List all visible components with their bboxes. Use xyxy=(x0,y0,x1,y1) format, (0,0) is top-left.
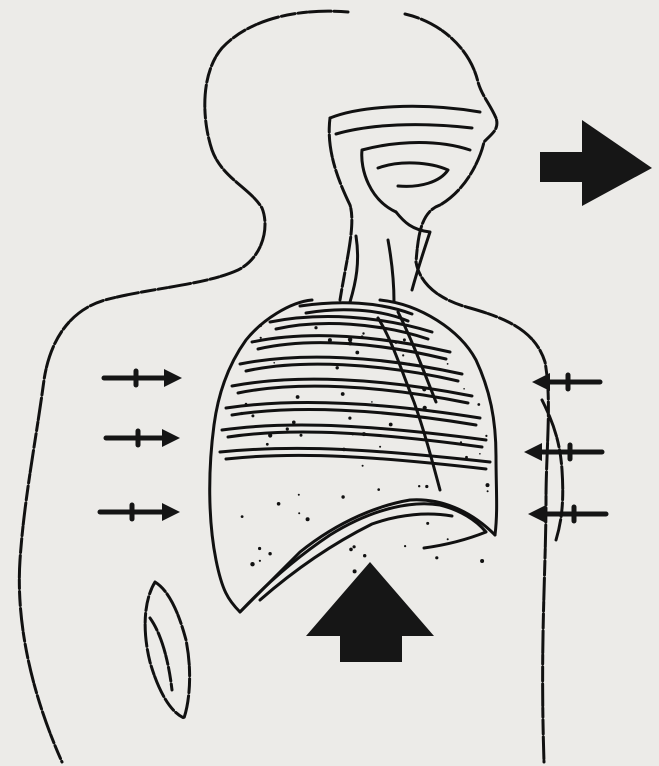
arrow-head xyxy=(162,429,180,447)
airway xyxy=(330,106,480,302)
lung-speck xyxy=(435,556,438,559)
arrow-head xyxy=(164,369,182,387)
small-arrows xyxy=(100,369,606,540)
lung-speck xyxy=(260,337,262,339)
lung-speck xyxy=(423,406,427,410)
lung-speck xyxy=(362,465,364,467)
lung-speck xyxy=(298,512,300,514)
lung-speck xyxy=(286,427,289,430)
lung-speck xyxy=(273,362,275,364)
lung-speck xyxy=(355,351,359,355)
lung-speck xyxy=(298,494,300,496)
exhaled-air-arrow-icon xyxy=(540,120,652,206)
lung-speck xyxy=(363,554,366,557)
lung-speck xyxy=(259,560,261,562)
lung-speck xyxy=(379,446,381,448)
lung-speck xyxy=(487,490,489,492)
lung-speck xyxy=(486,483,490,487)
lung-speck xyxy=(240,412,243,415)
lung-speck xyxy=(314,326,317,329)
left-chest-arrow-bottom-icon xyxy=(100,503,180,521)
lung-speck xyxy=(407,392,409,394)
lung-speck xyxy=(336,366,339,369)
mouth-cavity xyxy=(378,163,448,186)
lung-speck xyxy=(432,410,435,413)
lung-speck xyxy=(353,569,357,573)
lung-speck xyxy=(395,341,398,344)
nasal-cavity xyxy=(330,106,480,212)
lung-speck xyxy=(465,456,468,459)
lung-speck xyxy=(250,562,254,566)
lung-speck xyxy=(447,363,449,365)
lung-speck xyxy=(348,337,352,341)
lung-speck xyxy=(485,435,487,437)
lung-speck xyxy=(277,502,281,506)
lung-speck xyxy=(403,338,406,341)
lung-speck xyxy=(362,432,366,436)
lung-speck xyxy=(425,485,428,488)
lung-speck xyxy=(341,495,344,498)
lung-speck xyxy=(241,515,244,518)
left-chest-arrow-top-icon xyxy=(104,369,182,387)
lung-speck xyxy=(418,485,420,487)
lung-speck xyxy=(259,324,262,327)
abdominal-organ-outline xyxy=(145,582,189,718)
right-chest-arrow-top-icon xyxy=(532,373,600,391)
lung-speck xyxy=(389,423,393,427)
right-shoulder-outline xyxy=(416,262,548,762)
lung-speck xyxy=(348,417,351,420)
lung-speck xyxy=(361,335,364,338)
lung-speck xyxy=(480,559,484,563)
lung-speck xyxy=(422,387,426,391)
lung-speck xyxy=(349,548,353,552)
lung-speck xyxy=(460,441,462,443)
right-chest-arrow-middle-icon xyxy=(524,443,602,461)
diaphragm-push-arrow-icon xyxy=(306,562,434,662)
lung-speck xyxy=(447,538,449,540)
lung-speck xyxy=(426,522,429,525)
lung-speck xyxy=(268,552,271,555)
lung-speck xyxy=(371,401,373,403)
lung-speck xyxy=(408,363,410,365)
arrow-head xyxy=(162,503,180,521)
lung-speck xyxy=(362,332,364,334)
lung-speck xyxy=(266,443,269,446)
lung-speck xyxy=(292,421,296,425)
lung-speck xyxy=(258,547,261,550)
lung-speck xyxy=(377,488,380,491)
lung-speck xyxy=(376,405,378,407)
lung-speck xyxy=(352,433,354,435)
big-arrows xyxy=(306,120,652,662)
lung-speck xyxy=(477,403,480,406)
lung-speck xyxy=(341,392,345,396)
arrow-head xyxy=(532,373,550,391)
lung-speck xyxy=(306,517,310,521)
trachea xyxy=(350,236,394,302)
neck-left-outline xyxy=(329,118,352,300)
arrow-head xyxy=(528,505,546,523)
lung-speck xyxy=(342,448,346,452)
lung-speck xyxy=(251,414,254,417)
lung-speck xyxy=(245,403,248,406)
lung-speck xyxy=(268,433,272,437)
face-outline xyxy=(405,14,497,262)
lung-speck xyxy=(463,388,465,390)
lung-speck xyxy=(353,545,356,548)
lung-speck xyxy=(479,453,481,455)
lung-speck xyxy=(300,434,303,437)
arrow-head xyxy=(524,443,542,461)
lung-speck xyxy=(402,354,404,356)
lung-speck xyxy=(296,395,300,399)
lung-speck xyxy=(404,545,406,547)
right-chest-arrow-bottom-icon xyxy=(528,505,606,523)
lung-speck xyxy=(328,338,332,342)
left-chest-arrow-middle-icon xyxy=(106,429,180,447)
pharynx xyxy=(396,212,430,290)
